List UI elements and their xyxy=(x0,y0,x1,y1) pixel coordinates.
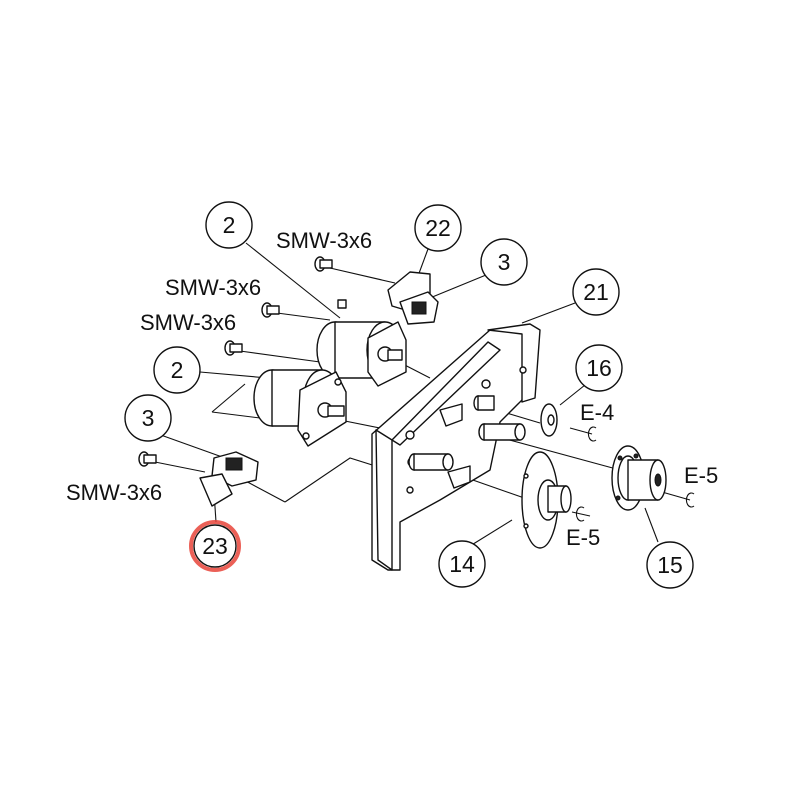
leader-lines xyxy=(154,242,691,547)
svg-text:16: 16 xyxy=(586,355,612,381)
callout-14: 14 xyxy=(438,540,486,588)
screws xyxy=(138,256,333,467)
callout-15: 15 xyxy=(646,541,694,589)
svg-text:3: 3 xyxy=(498,249,511,275)
callout-3-lower: 3 xyxy=(124,394,172,442)
collar xyxy=(540,403,558,437)
callout-16: 16 xyxy=(575,344,623,392)
screw-label: SMW-3x6 xyxy=(66,480,162,505)
callout-3-upper: 3 xyxy=(480,238,528,286)
motor-lower xyxy=(253,369,347,447)
svg-text:2: 2 xyxy=(223,212,236,238)
screw-icon xyxy=(314,256,333,272)
sensor-lower xyxy=(199,451,259,507)
ring-label: E-5 xyxy=(684,463,718,488)
screw-icon xyxy=(261,302,280,318)
screw-label: SMW-3x6 xyxy=(276,228,372,253)
sensor-upper xyxy=(387,271,439,325)
svg-text:3: 3 xyxy=(142,405,155,431)
pulley-disc xyxy=(521,451,572,549)
screw-label: SMW-3x6 xyxy=(140,310,236,335)
e-rings xyxy=(575,426,695,522)
svg-text:14: 14 xyxy=(449,551,475,577)
svg-text:23: 23 xyxy=(202,533,228,559)
shaft-parts xyxy=(408,395,526,471)
e-ring-icon xyxy=(587,426,597,442)
motor-upper xyxy=(316,299,407,387)
callout-23-highlighted[interactable]: 23 xyxy=(189,520,241,572)
callout-21: 21 xyxy=(572,268,620,316)
screw-icon xyxy=(138,451,157,467)
callout-22: 22 xyxy=(414,204,462,252)
callout-2-lower: 2 xyxy=(153,346,201,394)
gear-pulley xyxy=(611,445,667,511)
e-ring-icon xyxy=(575,506,585,522)
screw-icon xyxy=(224,340,243,356)
ring-label: E-5 xyxy=(566,525,600,550)
callout-2-upper: 2 xyxy=(205,201,253,249)
screw-label: SMW-3x6 xyxy=(165,275,261,300)
svg-text:22: 22 xyxy=(425,215,451,241)
svg-text:2: 2 xyxy=(171,357,184,383)
ring-label: E-4 xyxy=(580,400,614,425)
svg-text:21: 21 xyxy=(583,279,609,305)
e-ring-icon xyxy=(685,492,695,508)
svg-text:15: 15 xyxy=(657,552,683,578)
frame-bracket xyxy=(371,323,541,571)
